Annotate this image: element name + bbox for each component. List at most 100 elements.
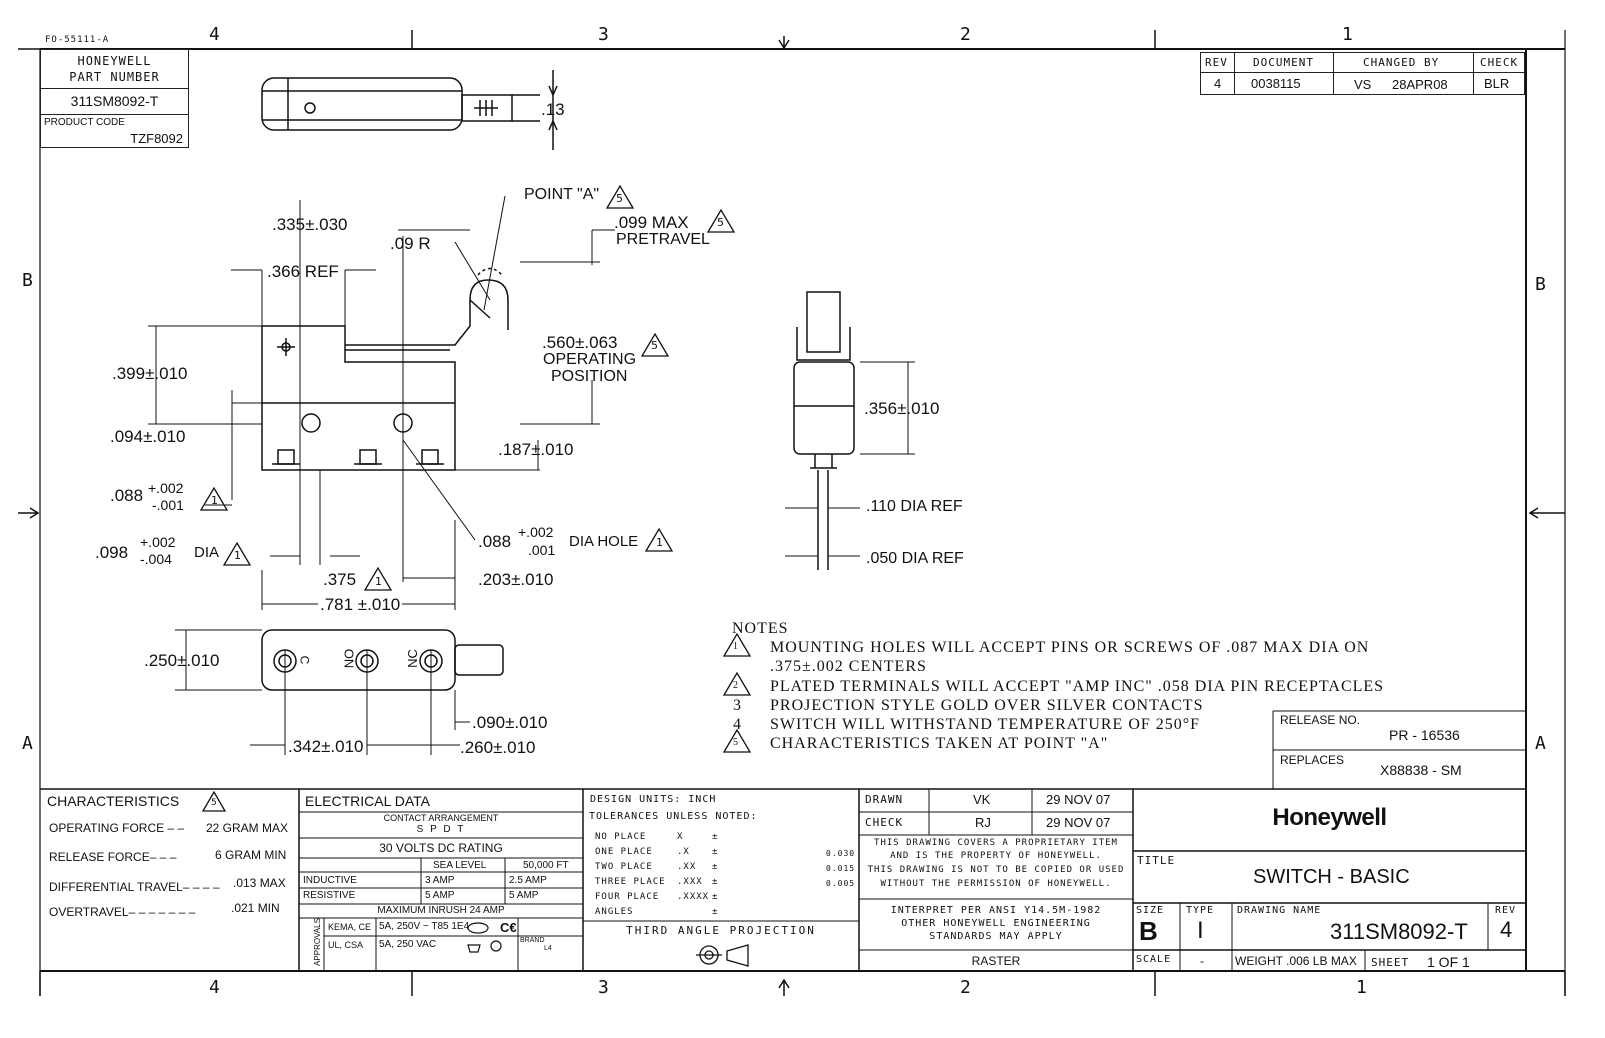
characteristics-title: CHARACTERISTICS: [47, 793, 180, 809]
altitude-header: 50,000 FT: [523, 860, 569, 871]
size-label: SIZE: [1136, 905, 1165, 916]
dim-point-a: POINT "A": [524, 186, 600, 203]
changed-by-header: CHANGED BY: [1363, 56, 1440, 69]
notes-heading: NOTES: [732, 620, 789, 637]
weight-value: WEIGHT .006 LB MAX: [1235, 954, 1357, 968]
dim-366: .366 REF: [267, 262, 339, 281]
part-number-box: HONEYWELL PART NUMBER 311SM8092-T PRODUC…: [40, 49, 189, 148]
release-force-value: 6 GRAM MIN: [215, 848, 287, 862]
drawn-by: VK: [973, 792, 991, 807]
ansi-line-2: OTHER HONEYWELL ENGINEERING: [901, 918, 1091, 929]
form-id: FO-55111-A: [45, 35, 110, 45]
differential-travel-label: DIFFERENTIAL TRAVEL– – – –: [49, 880, 220, 894]
dim-099: .099 MAX: [614, 213, 689, 232]
scale-value: -: [1200, 954, 1204, 968]
flag-5-a: 5: [616, 192, 623, 205]
property-line-3: THIS DRAWING IS NOT TO BE COPIED OR USED: [867, 865, 1125, 875]
document-header: DOCUMENT: [1253, 56, 1314, 69]
flag-1-b: 1: [234, 549, 241, 562]
note-1-num: 1: [733, 641, 739, 652]
resistive-label: RESISTIVE: [303, 890, 356, 901]
projection-label: THIRD ANGLE PROJECTION: [626, 924, 816, 937]
dim-375: .375: [323, 570, 357, 589]
inductive-label: INDUCTIVE: [303, 875, 357, 886]
dim-187: .187±.010: [498, 440, 574, 459]
rev-number: 4: [1500, 917, 1513, 942]
flag-5-c: 5: [651, 339, 658, 352]
zone-bottom-4: 4: [209, 977, 221, 998]
differential-travel-value: .013 MAX: [233, 876, 286, 890]
electrical-title: ELECTRICAL DATA: [305, 793, 430, 809]
revision-block: REV DOCUMENT CHANGED BY CHECK 4 0038115 …: [1200, 52, 1525, 95]
check-date: 29 NOV 07: [1046, 815, 1111, 830]
contact-arrangement-value: S P D T: [416, 824, 466, 835]
flag-1-c: 1: [656, 536, 663, 549]
note-2-text: PLATED TERMINALS WILL ACCEPT "AMP INC" .…: [770, 678, 1385, 695]
dim-013: .13: [541, 100, 565, 119]
tol-row-2: TWO PLACE: [595, 862, 653, 872]
dim-356: .356±.010: [864, 399, 940, 418]
raster-label: RASTER: [971, 954, 1021, 968]
tol-row-4: FOUR PLACE: [595, 892, 660, 902]
property-line-1: THIS DRAWING COVERS A PROPRIETARY ITEM: [874, 838, 1118, 848]
type-value: I: [1197, 917, 1204, 944]
title-label: TITLE: [1137, 854, 1176, 867]
inductive-alt: 2.5 AMP: [509, 875, 547, 886]
dim-250: .250±.010: [144, 651, 220, 670]
note-3-num: 3: [733, 697, 742, 714]
dim-560: .560±.063: [542, 333, 618, 352]
note-1-text: MOUNTING HOLES WILL ACCEPT PINS OR SCREW…: [770, 639, 1370, 656]
sheet-label: SHEET: [1371, 956, 1410, 969]
dim-088b: .088: [478, 532, 512, 551]
note-2-num: 2: [733, 680, 739, 691]
dim-203: .203±.010: [478, 570, 554, 589]
dim-098-tol1: +.002: [140, 534, 176, 550]
sheet-value: 1 OF 1: [1427, 954, 1470, 970]
release-no: PR - 16536: [1389, 727, 1460, 743]
note-4-text: SWITCH WILL WITHSTAND TEMPERATURE OF 250…: [770, 716, 1201, 733]
dim-050: .050 DIA REF: [866, 550, 964, 567]
dim-110: .110 DIA REF: [866, 498, 963, 515]
drawing-title: SWITCH - BASIC: [1253, 866, 1410, 888]
note-4-num: 4: [733, 716, 742, 733]
zone-bottom-3: 3: [598, 977, 610, 998]
zone-right-a: A: [1535, 733, 1547, 754]
ce-mark-icon: C€: [500, 920, 517, 935]
company-logo: Honeywell: [1272, 804, 1387, 831]
rev-label: REV: [1495, 905, 1517, 916]
dim-098-dia: DIA: [194, 544, 220, 561]
dim-098-tol2: -.004: [140, 551, 172, 567]
sea-level-header: SEA LEVEL: [433, 860, 487, 871]
property-line-2: AND IS THE PROPERTY OF HONEYWELL.: [890, 851, 1102, 861]
product-code-label: PRODUCT CODE: [44, 117, 125, 128]
product-code-value: TZF8092: [130, 131, 183, 146]
zone-left-a: A: [22, 733, 34, 754]
rev-header: REV: [1205, 56, 1228, 69]
brand-label: BRAND: [520, 937, 545, 944]
tol-row-3: THREE PLACE: [595, 877, 666, 887]
tol-row-0: NO PLACE: [595, 832, 647, 842]
rating-label: 30 VOLTS DC RATING: [379, 841, 503, 855]
changed-by-value: VS: [1354, 77, 1372, 92]
approval-rating-1: 5A, 250V ~ T85 1E4: [379, 921, 470, 932]
release-label: RELEASE NO.: [1280, 713, 1361, 727]
dim-operating: OPERATING: [543, 351, 637, 368]
dim-088a: .088: [110, 486, 144, 505]
zone-top-4: 4: [209, 24, 221, 45]
tolerances-unless: TOLERANCES UNLESS NOTED:: [589, 811, 758, 822]
brand-value: L4: [544, 945, 552, 952]
note-3-text: PROJECTION STYLE GOLD OVER SILVER CONTAC…: [770, 697, 1204, 714]
third-angle-projection-icon: [696, 944, 750, 966]
terminal-c: C: [297, 655, 312, 665]
property-line-4: WITHOUT THE PERMISSION OF HONEYWELL.: [880, 879, 1112, 889]
dim-088b-tol2: .001: [528, 542, 556, 558]
overtravel-label: OVERTRAVEL– – – – – – –: [49, 905, 196, 919]
dim-pretravel: PRETRAVEL: [616, 231, 710, 248]
approval-rating-2: 5A, 250 VAC: [379, 939, 437, 950]
design-units: DESIGN UNITS: INCH: [590, 794, 717, 805]
dim-260: .260±.010: [460, 738, 536, 757]
release-force-label: RELEASE FORCE– – –: [49, 850, 177, 864]
terminal-nc: NC: [404, 649, 420, 668]
